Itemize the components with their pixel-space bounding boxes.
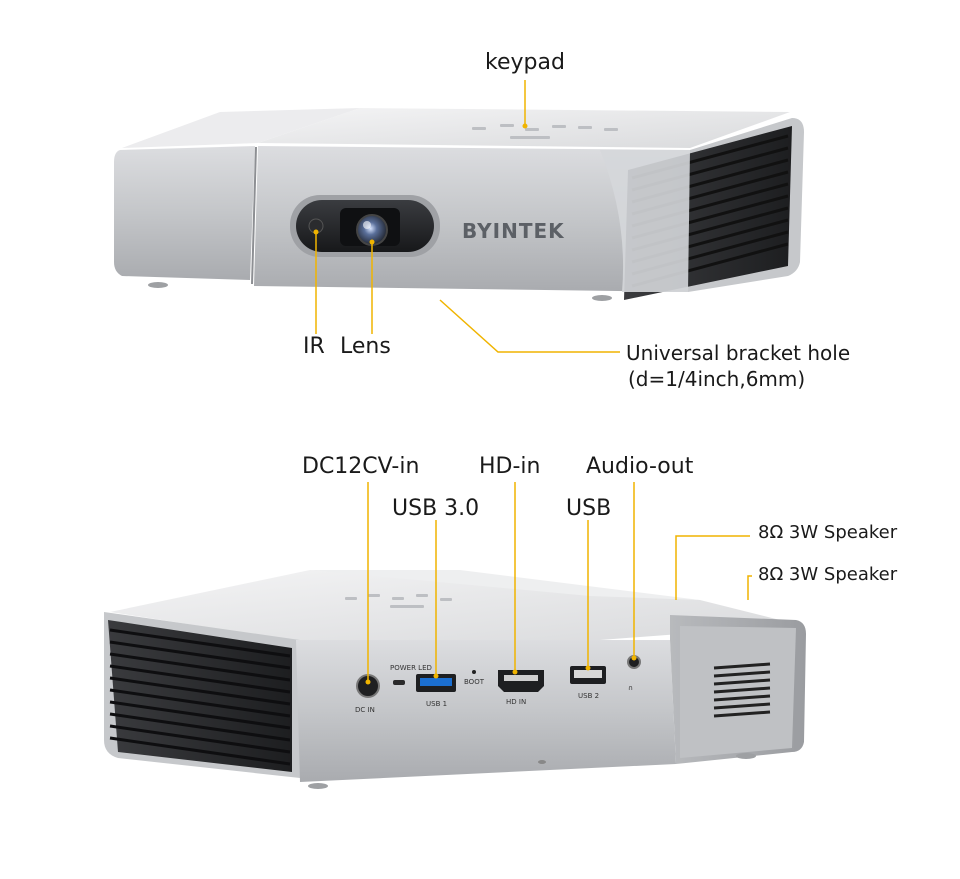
svg-text:DC IN: DC IN (355, 706, 375, 714)
svg-text:USB 1: USB 1 (426, 700, 447, 708)
brand-logo: BYINTEK (462, 219, 565, 243)
ir-label: IR (303, 334, 325, 359)
speaker-grille-right (713, 662, 771, 718)
speaker-label-1: 8Ω 3W Speaker (758, 522, 898, 543)
keypad-label: keypad (485, 50, 565, 75)
top-surface-left (122, 108, 360, 148)
keypad-buttons (472, 124, 618, 139)
audio-out-label: Audio-out (586, 454, 694, 479)
speaker-label-2: 8Ω 3W Speaker (758, 564, 898, 585)
back-top-surface (110, 570, 800, 640)
usb-label: USB (566, 496, 612, 521)
hd-in-label: HD-in (479, 454, 541, 479)
svg-text:∩: ∩ (628, 684, 633, 692)
lens-label: Lens (340, 334, 391, 359)
svg-text:USB 2: USB 2 (578, 692, 599, 700)
usb3-label: USB 3.0 (392, 496, 480, 521)
left-front-block (114, 146, 255, 280)
bracket-size-label: (d=1/4inch,6mm) (628, 367, 806, 391)
svg-text:HD IN: HD IN (506, 698, 526, 706)
power-led (393, 680, 405, 685)
bracket-label: Universal bracket hole (626, 341, 851, 365)
dc-in-label: DC12CV-in (302, 454, 420, 479)
back-panel (296, 640, 676, 782)
svg-text:BOOT: BOOT (464, 678, 485, 686)
svg-text:POWER LED: POWER LED (390, 664, 432, 672)
